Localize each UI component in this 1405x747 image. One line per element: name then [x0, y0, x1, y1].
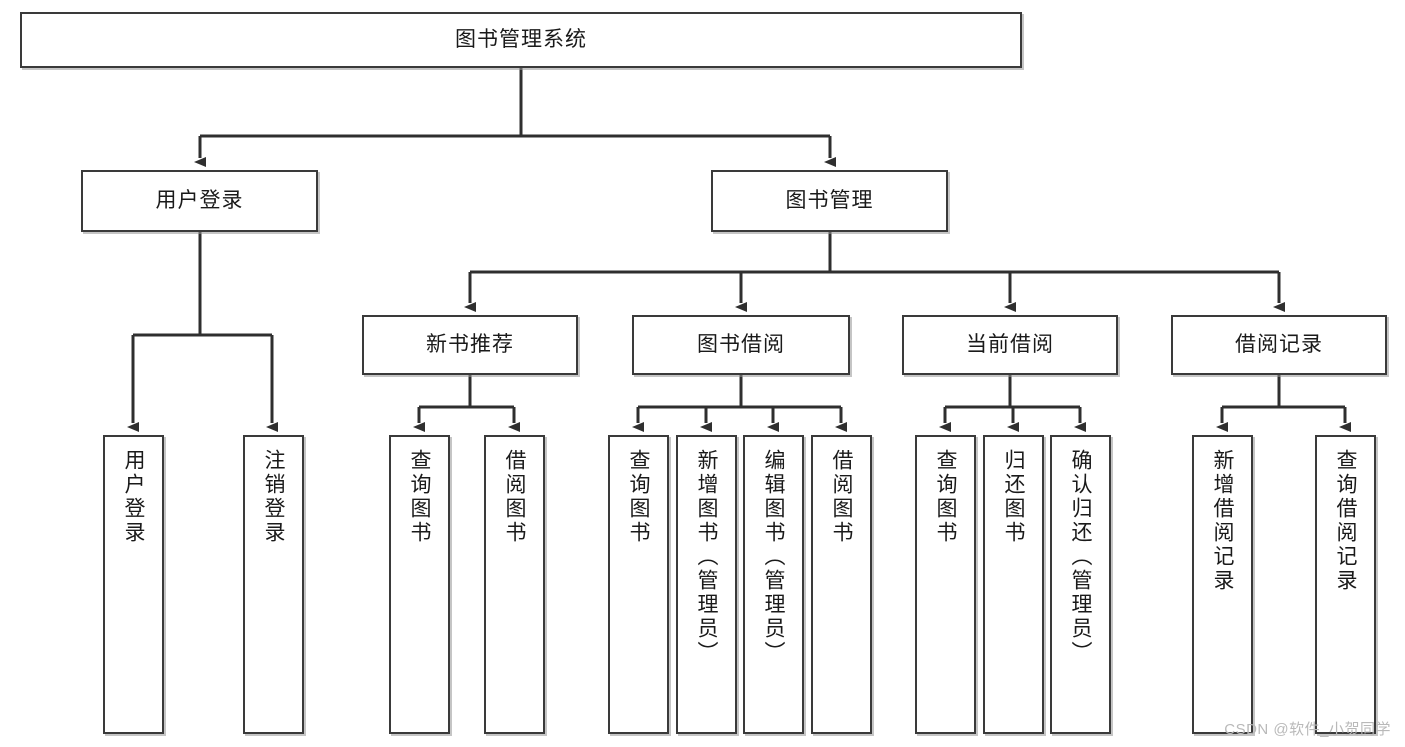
leaf-user-login[interactable]: 用户登录: [103, 435, 164, 734]
leaf-borrow-book-1[interactable]: 借阅图书: [484, 435, 545, 734]
node-borrow-record-label: 借阅记录: [1235, 332, 1323, 356]
leaf-query-book-3-label: 查询图书: [934, 449, 957, 545]
leaf-edit-book[interactable]: 编辑图书（管理员）: [743, 435, 804, 734]
leaf-query-book-1[interactable]: 查询图书: [389, 435, 450, 734]
leaf-confirm-return[interactable]: 确认归还（管理员）: [1050, 435, 1111, 734]
leaf-add-book-label: 新增图书（管理员）: [695, 449, 718, 665]
node-current-borrow-label: 当前借阅: [966, 332, 1054, 356]
node-new-book-recommend[interactable]: 新书推荐: [362, 315, 578, 375]
leaf-return-book[interactable]: 归还图书: [983, 435, 1044, 734]
node-borrow-record[interactable]: 借阅记录: [1171, 315, 1387, 375]
watermark: CSDN @软件_小贺同学: [1224, 721, 1391, 738]
node-current-borrow[interactable]: 当前借阅: [902, 315, 1118, 375]
leaf-borrow-book-2[interactable]: 借阅图书: [811, 435, 872, 734]
leaf-user-logout-label: 注销登录: [262, 449, 285, 545]
leaf-confirm-return-label: 确认归还（管理员）: [1069, 449, 1092, 665]
node-book-management-label: 图书管理: [785, 188, 874, 212]
leaf-query-book-3[interactable]: 查询图书: [915, 435, 976, 734]
node-book-borrow[interactable]: 图书借阅: [632, 315, 850, 375]
node-book-management[interactable]: 图书管理: [711, 170, 948, 232]
leaf-query-book-1-label: 查询图书: [408, 449, 431, 545]
leaf-add-book[interactable]: 新增图书（管理员）: [676, 435, 737, 734]
node-root[interactable]: 图书管理系统: [20, 12, 1022, 68]
leaf-user-login-label: 用户登录: [122, 449, 145, 545]
leaf-user-logout[interactable]: 注销登录: [243, 435, 304, 734]
leaf-query-book-2-label: 查询图书: [627, 449, 650, 545]
leaf-borrow-book-2-label: 借阅图书: [830, 449, 853, 545]
node-user-login[interactable]: 用户登录: [81, 170, 318, 232]
leaf-edit-book-label: 编辑图书（管理员）: [762, 449, 785, 665]
leaf-query-record[interactable]: 查询借阅记录: [1315, 435, 1376, 734]
node-new-book-recommend-label: 新书推荐: [426, 332, 514, 356]
leaf-return-book-label: 归还图书: [1002, 449, 1025, 545]
node-user-login-label: 用户登录: [155, 188, 244, 212]
leaf-add-record-label: 新增借阅记录: [1211, 449, 1234, 593]
node-book-borrow-label: 图书借阅: [697, 332, 785, 356]
leaf-query-book-2[interactable]: 查询图书: [608, 435, 669, 734]
leaf-borrow-book-1-label: 借阅图书: [503, 449, 526, 545]
node-root-label: 图书管理系统: [455, 27, 587, 51]
leaf-add-record[interactable]: 新增借阅记录: [1192, 435, 1253, 734]
leaf-query-record-label: 查询借阅记录: [1334, 449, 1357, 593]
